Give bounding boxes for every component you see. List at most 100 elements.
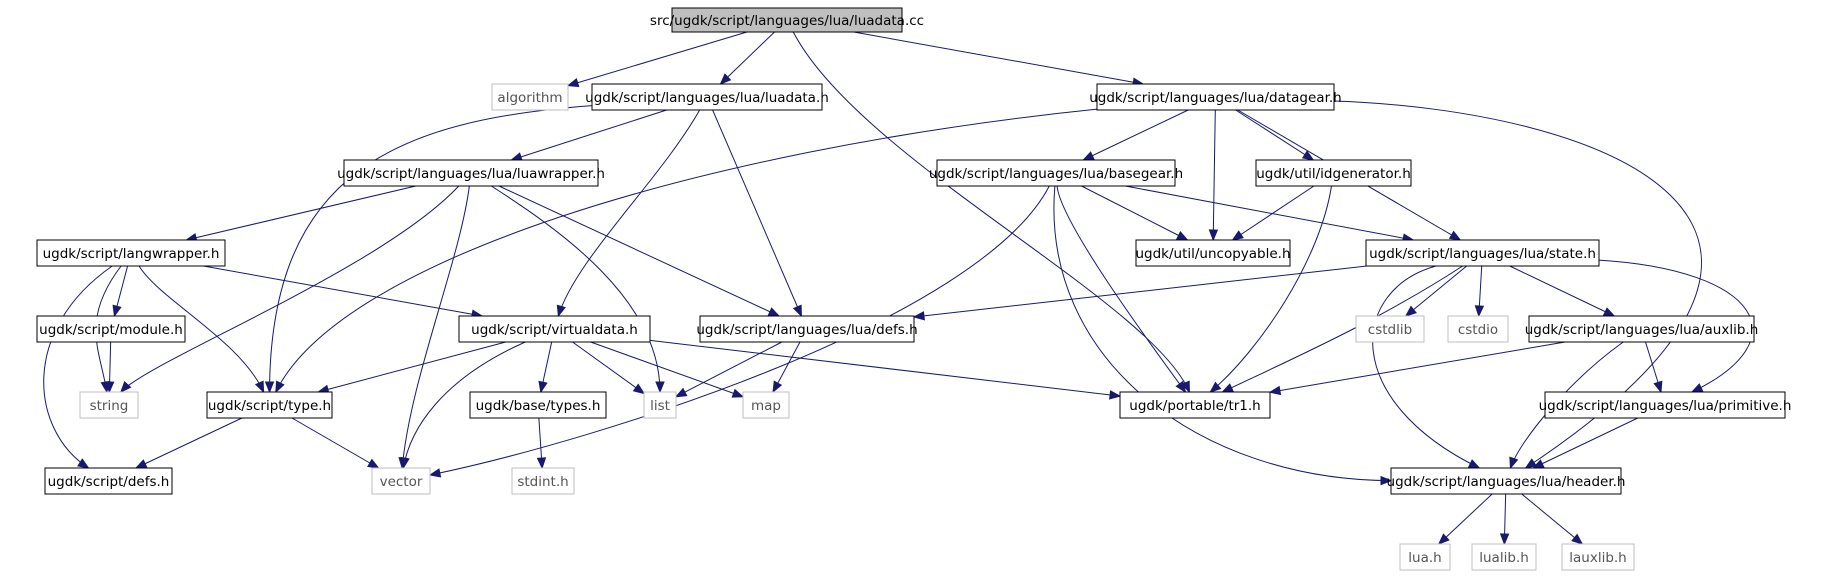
edge-line [572, 341, 645, 394]
node-string: string [79, 391, 139, 419]
edge-line [1222, 265, 1463, 393]
node-box [1471, 543, 1537, 571]
edge-line [1509, 265, 1615, 317]
arrowhead [1208, 229, 1219, 242]
edge-module-to-string [104, 341, 115, 394]
arrowhead [134, 459, 148, 469]
node-tr1[interactable]: ugdk/portable/tr1.h [1119, 391, 1271, 419]
node-root[interactable]: src/ugdk/script/languages/lua/luadata.cc [650, 7, 924, 33]
arrowhead [264, 381, 275, 394]
node-luawrapper[interactable]: ugdk/script/languages/lua/luawrapper.h [337, 159, 605, 187]
arrowhead [1571, 533, 1584, 545]
edge-datagear-to-header [1333, 100, 1702, 469]
arrowhead [1690, 383, 1704, 393]
node-cstdio: cstdio [1447, 315, 1509, 343]
arrowhead [428, 468, 442, 478]
node-luadata_h[interactable]: ugdk/script/languages/lua/luadata.h [585, 83, 829, 111]
edge-state-to-tr1 [1221, 265, 1463, 393]
node-box [371, 467, 431, 495]
edge-header-to-lualib_h [1499, 493, 1510, 546]
node-lua_h: lua.h [1399, 543, 1451, 571]
node-scriptdefs[interactable]: ugdk/script/defs.h [44, 467, 173, 495]
edge-line [1598, 259, 1753, 393]
edge-line [491, 185, 661, 393]
edge-root-to-datagear [853, 31, 1145, 87]
node-label: ugdk/script/defs.h [48, 474, 170, 490]
node-label: stdint.h [517, 474, 568, 490]
edge-langwrapper-to-module [112, 265, 129, 318]
arrowhead [1175, 380, 1187, 394]
arrowhead [538, 380, 548, 394]
node-virtualdata[interactable]: ugdk/script/virtualdata.h [458, 315, 651, 343]
node-box [206, 391, 333, 419]
node-idgenerator[interactable]: ugdk/util/idgenerator.h [1255, 159, 1412, 187]
edge-line [135, 417, 243, 469]
edge-line [429, 185, 1050, 476]
node-label: ugdk/script/languages/lua/state.h [1369, 246, 1596, 262]
edge-line [913, 265, 1368, 318]
arrowhead [1109, 390, 1122, 400]
edge-line [1333, 100, 1702, 469]
edge-line [1125, 185, 1414, 241]
node-basegear[interactable]: ugdk/script/languages/lua/basegear.h [929, 159, 1183, 187]
node-langwrapper[interactable]: ugdk/script/langwrapper.h [36, 239, 226, 267]
node-types[interactable]: ugdk/base/types.h [469, 391, 607, 419]
node-box [1255, 159, 1412, 187]
arrowhead [1499, 533, 1510, 546]
node-header[interactable]: ugdk/script/languages/lua/header.h [1387, 467, 1626, 495]
edge-line [1269, 341, 1566, 393]
node-luadefs[interactable]: ugdk/script/languages/lua/defs.h [696, 315, 918, 343]
node-box [742, 391, 790, 419]
arrowhead [112, 304, 122, 318]
node-primitive[interactable]: ugdk/script/languages/lua/primitive.h [1539, 391, 1792, 419]
edge-line [1210, 185, 1332, 393]
edge-type-to-vector [291, 417, 380, 469]
edge-datagear-to-basegear [1082, 109, 1189, 161]
node-box [1399, 543, 1451, 571]
edge-basegear-to-state [1125, 185, 1415, 243]
edge-luawrapper-to-langwrapper [184, 185, 416, 243]
edge-line [138, 265, 265, 393]
node-box [1447, 315, 1509, 343]
node-label: ugdk/script/languages/lua/defs.h [696, 322, 917, 338]
node-box [1528, 315, 1755, 343]
node-box [1355, 315, 1425, 343]
node-label: ugdk/util/uncopyable.h [1135, 246, 1290, 262]
node-label: string [90, 398, 129, 414]
node-map: map [742, 391, 790, 419]
node-stdint: stdint.h [511, 467, 575, 495]
node-state[interactable]: ugdk/script/languages/lua/state.h [1365, 239, 1600, 267]
edge-state-to-header [1372, 265, 1481, 469]
arrowhead [1404, 305, 1417, 317]
node-label: ugdk/util/idgenerator.h [1256, 166, 1411, 182]
edge-auxlib-to-tr1 [1268, 341, 1566, 396]
arrowhead [275, 380, 285, 394]
node-uncopyable[interactable]: ugdk/util/uncopyable.h [1135, 239, 1291, 267]
node-label: ugdk/script/languages/lua/datagear.h [1089, 90, 1342, 106]
node-type[interactable]: ugdk/script/type.h [206, 391, 333, 419]
edge-virtualdata-to-map [590, 341, 745, 398]
node-label: ugdk/script/languages/lua/luadata.h [585, 90, 829, 106]
node-datagear[interactable]: ugdk/script/languages/lua/datagear.h [1089, 83, 1342, 111]
arrowhead [912, 311, 925, 321]
node-label: src/ugdk/script/languages/lua/luadata.cc [650, 13, 924, 29]
node-module[interactable]: ugdk/script/module.h [36, 315, 186, 343]
arrowhead [1209, 381, 1222, 393]
node-list: list [643, 391, 677, 419]
node-box [343, 159, 599, 187]
node-label: ugdk/base/types.h [476, 398, 601, 414]
edge-root-to-luadata_h [719, 31, 775, 85]
edge-type-to-scriptdefs [134, 417, 243, 469]
edge-line [1532, 417, 1639, 469]
node-label: ugdk/script/langwrapper.h [43, 246, 220, 262]
edge-luawrapper-to-list [491, 185, 665, 394]
edge-line [590, 341, 744, 398]
node-cstdlib: cstdlib [1355, 315, 1425, 343]
arrowhead [556, 304, 566, 318]
edge-virtualdata-to-types [538, 341, 553, 394]
edge-line [1232, 185, 1315, 241]
arrowhead [367, 458, 380, 469]
node-auxlib[interactable]: ugdk/script/languages/lua/auxlib.h [1525, 315, 1759, 343]
arrowhead [1602, 307, 1616, 317]
